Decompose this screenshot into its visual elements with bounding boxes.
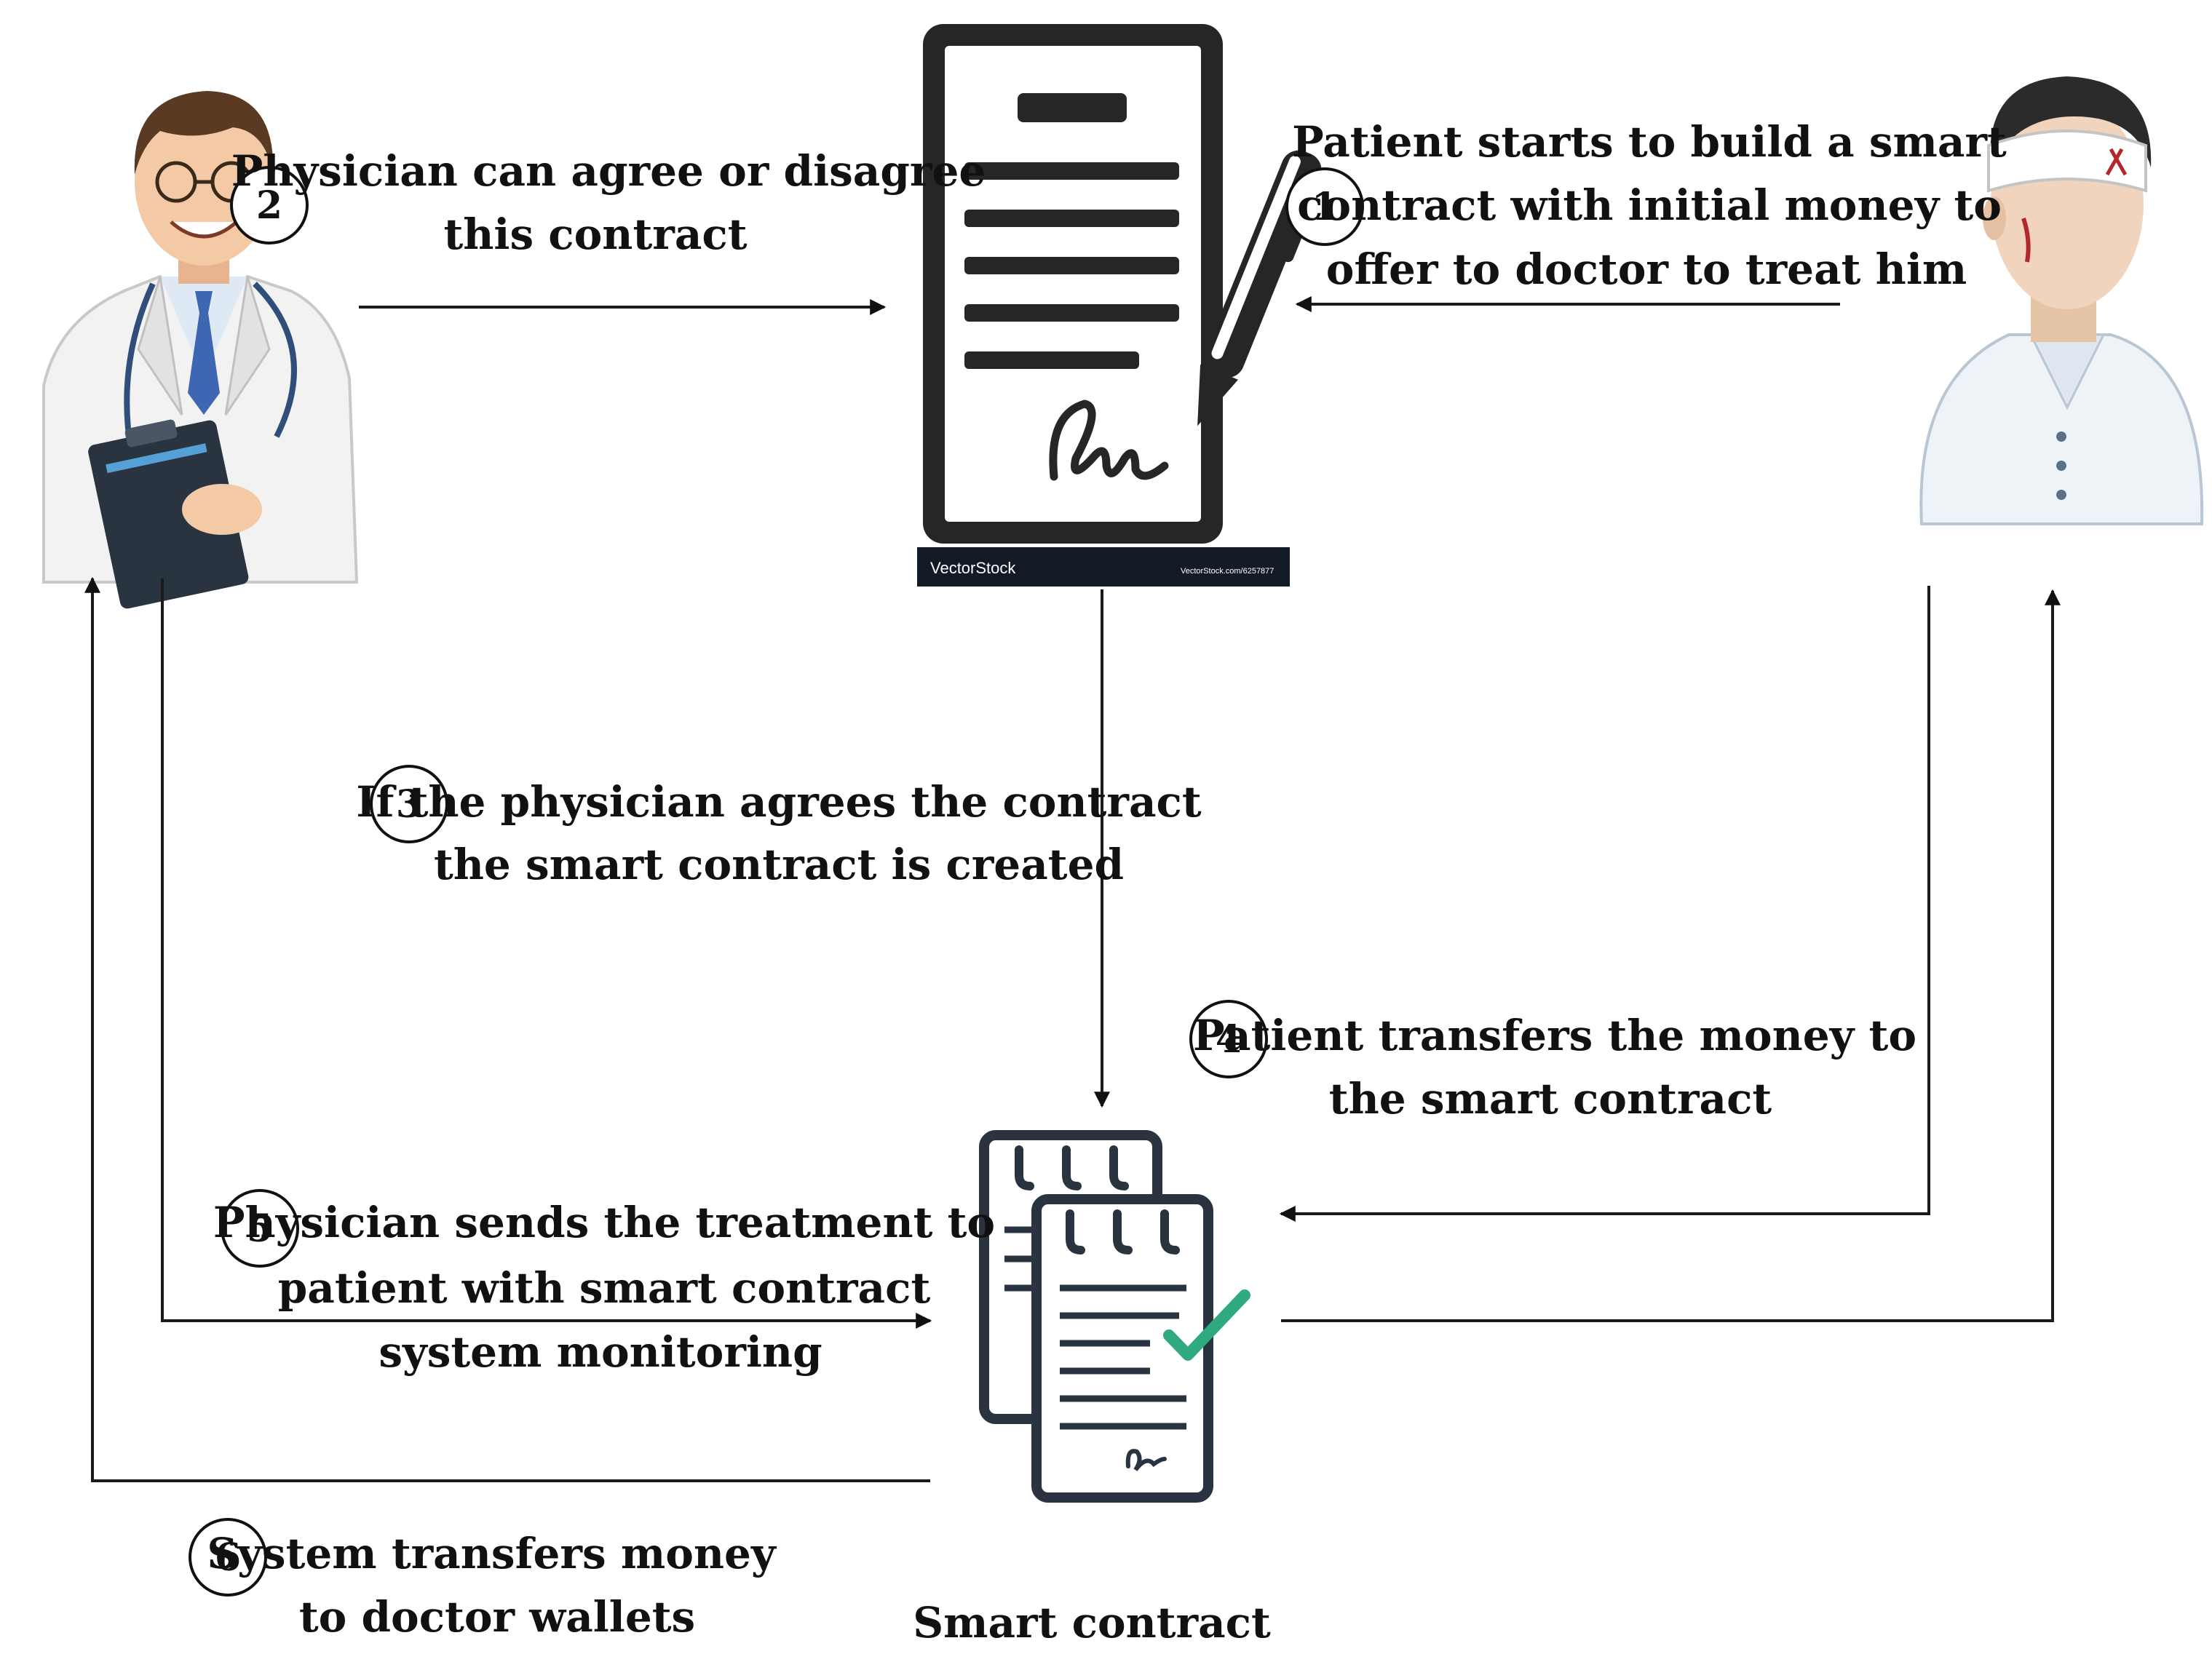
step-3-number: 3 — [396, 782, 422, 827]
step-2-text-line-2: this contract — [443, 210, 747, 259]
contract-document-icon: VectorStock VectorStock.com/6257877 — [917, 24, 1325, 587]
step-6: 6 System transfers money to doctor walle… — [189, 1518, 777, 1642]
step-1-text-line-1: Patient starts to build a smart — [1292, 117, 2007, 167]
step-2: 2 Physician can agree or disagree this c… — [230, 146, 986, 259]
step-5-number: 5 — [247, 1206, 273, 1251]
step-6-text-line-2: to doctor wallets — [299, 1592, 695, 1642]
watermark-brand: VectorStock — [930, 559, 1016, 577]
smart-contract-label: Smart contract — [913, 1598, 1271, 1647]
step-6-badge — [189, 1518, 267, 1597]
step-5-text-line-2: patient with smart contract — [278, 1263, 931, 1313]
step-4-text-line-2: the smart contract — [1329, 1074, 1772, 1124]
step-4-badge — [1189, 1000, 1268, 1078]
step-2-text-line-1: Physician can agree or disagree — [231, 146, 986, 196]
step-5-text-line-1: Physician sends the treatment to — [213, 1198, 995, 1247]
step-3: 3 If the physician agrees the contract t… — [356, 765, 1202, 889]
step-5-text-line-3: system monitoring — [378, 1327, 822, 1377]
check-icon — [1163, 1289, 1250, 1361]
arrow-smart-contract-to-doctor — [84, 576, 930, 1482]
arrow-smart-contract-to-patient — [1281, 589, 2061, 1322]
smart-contract-checklist-icon — [979, 1130, 1250, 1503]
step-4-number: 4 — [1216, 1017, 1242, 1062]
step-5-badge — [221, 1189, 299, 1268]
step-1: 1 Patient starts to build a smart contra… — [1285, 117, 2007, 294]
step-1-badge — [1285, 167, 1364, 246]
watermark-url: VectorStock.com/6257877 — [1181, 567, 1274, 576]
step-2-number: 2 — [256, 183, 282, 228]
step-4-text-line-1: Patient transfers the money to — [1193, 1011, 1916, 1060]
step-2-badge — [230, 166, 309, 244]
step-5: 5 Physician sends the treatment to patie… — [213, 1189, 995, 1377]
step-1-text-line-3: offer to doctor to treat him — [1326, 244, 1967, 294]
connector-arrows — [84, 296, 2061, 1482]
arrow-doctor-to-smart-contract — [161, 578, 932, 1329]
patient-icon — [1919, 76, 2204, 525]
arrow-patient-to-smart-contract — [1279, 586, 1930, 1222]
step-1-number: 1 — [1312, 185, 1338, 229]
step-3-text-line-2: the smart contract is created — [434, 840, 1124, 889]
step-6-number: 6 — [215, 1535, 241, 1580]
step-3-badge — [370, 765, 448, 843]
step-6-text-line-1: System transfers money — [207, 1529, 777, 1578]
step-1-text-line-2: contract with initial money to — [1297, 180, 2002, 230]
step-3-text-line-1: If the physician agrees the contract — [356, 777, 1202, 827]
step-4: 4 Patient transfers the money to the sma… — [1189, 1000, 1916, 1124]
